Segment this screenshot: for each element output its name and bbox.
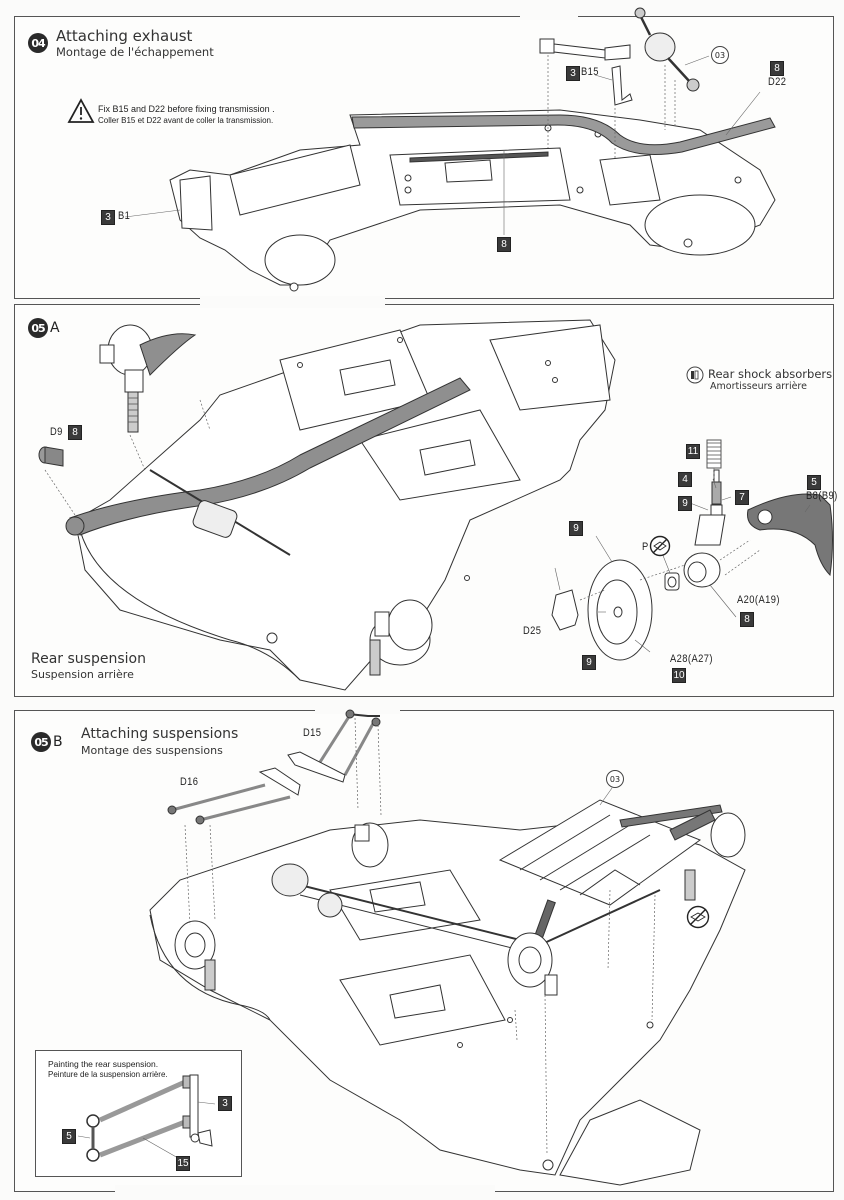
paint-code-badge: 7 [735, 490, 749, 505]
panel-gap [315, 700, 400, 714]
part-label-d22: D22 [768, 76, 787, 88]
no-paint-icon [649, 535, 671, 557]
paint-code-badge: 11 [686, 444, 700, 459]
step-suffix: A [50, 320, 60, 336]
part-label-a28-a27: A28(A27) [670, 653, 713, 665]
step-suffix: B [53, 734, 63, 750]
part-label-d16: D16 [180, 776, 199, 788]
step-05a-subtitle: Suspension arrière [31, 668, 134, 681]
paint-code-badge: 3 [218, 1096, 232, 1111]
paint-code-badge: 5 [62, 1129, 76, 1144]
paint-code-badge: 10 [672, 668, 686, 683]
step-05b-title: Attaching suspensions [81, 726, 239, 742]
part-label-d25: D25 [523, 625, 542, 637]
shock-absorbers-title: Rear shock absorbers [708, 367, 833, 381]
step-04-badge: 04 [28, 33, 48, 53]
shock-absorbers-subtitle: Amortisseurs arrière [710, 381, 807, 392]
paint-code-badge: 8 [497, 237, 511, 252]
paint-code-badge: 3 [101, 210, 115, 225]
inset-title-en: Painting the rear suspension. [48, 1059, 159, 1069]
paint-code-badge: 4 [678, 472, 692, 487]
panel-gap [200, 296, 385, 308]
paint-code-badge: 9 [569, 521, 583, 536]
step-05a-badge: 05 A [28, 318, 60, 338]
part-label-a20-a19: A20(A19) [737, 594, 780, 606]
step-number: 05 [31, 732, 51, 752]
warning-triangle-icon [67, 98, 95, 123]
step-05b-subtitle: Montage des suspensions [81, 744, 223, 757]
paint-code-badge: 5 [807, 475, 821, 490]
paint-code-badge: 8 [770, 61, 784, 76]
warning-note-en: Fix B15 and D22 before fixing transmissi… [98, 104, 275, 114]
painting-inset [35, 1050, 242, 1177]
paint-code-badge: 3 [566, 66, 580, 81]
part-label-b8-b9: B8(B9) [806, 490, 838, 502]
rear-suspension-illustration [38, 319, 833, 691]
paint-code-badge: 8 [740, 612, 754, 627]
part-label-p: P [642, 541, 649, 553]
panel-gap [520, 10, 578, 20]
part-label-d9: D9 [50, 426, 63, 438]
paint-code-badge: 9 [678, 496, 692, 511]
step-number: 05 [28, 318, 48, 338]
panel-gap [115, 1185, 495, 1200]
paint-code-badge: 9 [582, 655, 596, 670]
inset-title-fr: Peinture de la suspension arrière. [48, 1070, 168, 1079]
step-05b-badge: 05 B [31, 732, 63, 752]
no-paint-icon [686, 905, 710, 929]
step-number: 04 [28, 33, 48, 53]
assembly-ref-marker: 03 [606, 770, 624, 788]
warning-note-fr: Coller B15 et D22 avant de coller la tra… [98, 116, 274, 125]
part-label-b1: B1 [118, 210, 131, 222]
part-label-d15: D15 [303, 727, 322, 739]
shock-absorber-icon [686, 366, 704, 384]
part-label-b15: B15 [581, 66, 599, 78]
assembly-ref-marker: 03 [711, 46, 729, 64]
paint-code-badge: 8 [68, 425, 82, 440]
step-04-subtitle: Montage de l'échappement [56, 45, 214, 59]
exhaust-assembly-illustration [124, 7, 776, 292]
step-05a-title: Rear suspension [31, 651, 146, 667]
step-04-title: Attaching exhaust [56, 27, 193, 45]
paint-code-badge: 15 [176, 1156, 190, 1171]
